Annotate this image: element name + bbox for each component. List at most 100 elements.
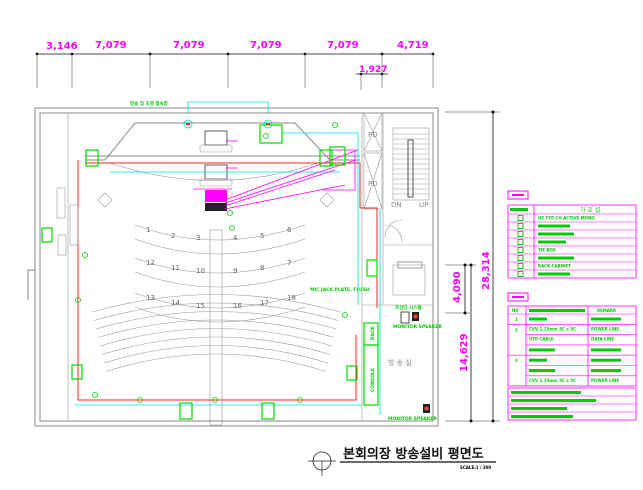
pd-shafts: PD PD	[363, 112, 383, 210]
equipment: RACK CONSOLE	[41, 122, 430, 420]
seat-number: 8	[260, 264, 264, 272]
speaker-icon	[41, 227, 53, 243]
seat-number: 15	[196, 302, 205, 310]
mic-jack-icon	[229, 225, 235, 231]
legend-symbol-icon	[517, 231, 524, 237]
dimension-lower: 14,629	[459, 333, 470, 372]
seat-row	[101, 336, 331, 355]
speaker-icon	[346, 365, 358, 381]
legend-symbol-label: RACK CABINET	[538, 264, 571, 269]
dimension-label: 3,146	[46, 41, 78, 52]
speaker-icon	[71, 364, 83, 380]
legend-remark-header: REMARK	[597, 308, 617, 313]
staircase: DN UP	[384, 127, 430, 296]
drawing-scale: SCALE:1 / 300	[460, 465, 491, 470]
mic-jack-icon	[297, 397, 303, 403]
console-label: CONSOLE	[370, 368, 376, 392]
seating	[91, 224, 341, 426]
seat-row	[99, 328, 333, 347]
legend-cable-desc: CVV 1.25mm 5C x 5C	[529, 378, 576, 383]
legend-symbol-icon	[517, 223, 524, 229]
seat-row	[134, 292, 306, 309]
speaker-icon	[329, 146, 346, 166]
mic-jack-icon	[92, 392, 98, 398]
legend-cable-remark: POWER LINE	[591, 378, 619, 383]
mic-jack-icon	[263, 133, 269, 139]
stair-dn-label: DN	[391, 201, 402, 209]
annotations: 방송 및 조명 접속함 MIC JACK PLATE, FLUSH 무선인 시스…	[130, 100, 442, 422]
pd-label: PD	[368, 131, 378, 139]
side-tables	[56, 187, 335, 256]
seat-number: 18	[287, 294, 296, 302]
drawing-title: 본회의장 방송설비 평면도	[343, 446, 484, 462]
seat-number: 13	[146, 294, 155, 302]
mic-jack-label: MIC JACK PLATE, FLUSH	[310, 287, 370, 293]
legend-symbol-icon	[517, 215, 524, 221]
legend-cable-remark: POWER LINE	[591, 326, 619, 331]
legend-cable-remark: DATA LINE	[591, 337, 614, 342]
legend-symbol-icon	[517, 263, 524, 269]
seat-number: 6	[287, 226, 292, 234]
legend-symbol-icon	[517, 271, 524, 277]
mic-jack-icon	[82, 252, 88, 258]
speaker-icon	[261, 402, 275, 420]
seat-row	[134, 224, 306, 241]
dimension-total: 28,314	[481, 251, 492, 290]
seat-number: 5	[260, 232, 264, 240]
dimension-label: 7,079	[250, 40, 282, 51]
seat-number: 1	[146, 226, 150, 234]
legend-cable-no: 2	[515, 327, 518, 332]
legend-symbols-header: 기 호 설	[580, 206, 600, 214]
console	[363, 344, 379, 406]
dimension-label: 1,927	[359, 65, 387, 75]
rack-label: RACK	[370, 326, 376, 340]
control-box	[259, 124, 283, 144]
legend-cable-no: 3	[515, 358, 518, 363]
pd-label: PD	[368, 180, 378, 188]
dimension-label: 7,079	[327, 40, 359, 51]
seat-number: 17	[260, 299, 269, 307]
cabling	[75, 101, 381, 415]
legend-symbol-icon	[517, 247, 524, 253]
mic-jack-icon	[342, 312, 348, 318]
dimension-upper: 4,090	[452, 271, 463, 303]
seat-row	[93, 302, 339, 321]
mic-jack-icon	[227, 210, 233, 216]
seat-row	[91, 294, 341, 313]
legend-cable-desc: UTP CABLE	[529, 337, 554, 342]
speaker-icon	[319, 149, 333, 167]
legend-symbol-label: TIE BOX	[538, 248, 556, 253]
speaker-icon	[179, 402, 193, 420]
legend-symbol-icon	[517, 239, 524, 245]
seat-number: 2	[171, 232, 175, 240]
mic-jack-icon	[212, 397, 218, 403]
legend-notes	[507, 387, 637, 421]
seat-number: 4	[233, 234, 238, 242]
speaker-icon	[85, 149, 99, 167]
right-dimension-lines: 28,314 14,629 4,090	[445, 110, 500, 423]
seat-number: 16	[233, 302, 242, 310]
wireless-label: 무선인 시스템	[395, 304, 421, 311]
legend-symbols: 기 호 설 HE TYP CH ACTIVE MONO TIE BOX RACK C…	[507, 190, 637, 279]
legend-cable-no: 1	[515, 317, 518, 322]
monitor-speaker-label: MONITOR SPEAKER	[393, 324, 442, 330]
seat-number: 9	[233, 267, 237, 275]
legend-no-header: NO	[512, 308, 519, 313]
dimension-label: 4,719	[397, 40, 429, 51]
seat-row	[134, 257, 306, 274]
legend-cable-desc: CVV 1.25mm 5C x 5C	[529, 326, 576, 331]
top-dimension-line: 3,146 7,079 7,079 7,079 7,079 4,719 1,92…	[35, 40, 435, 90]
seat-number: 11	[171, 264, 180, 272]
seat-number: 3	[196, 234, 200, 242]
seat-row	[105, 353, 327, 372]
legend-symbol-label: HE TYP CH ACTIVE MONO	[538, 216, 595, 221]
mic-jack-icon	[137, 397, 143, 403]
mic-jack-icon	[75, 297, 81, 303]
control-box-label: 방송 및 조명 접속함	[130, 100, 169, 107]
booth-label: 방 송 실	[388, 358, 412, 367]
seat-number: 10	[196, 267, 205, 275]
mic-jack-icon	[332, 122, 338, 128]
seat-number: 14	[171, 299, 180, 307]
seat-row	[97, 319, 335, 338]
